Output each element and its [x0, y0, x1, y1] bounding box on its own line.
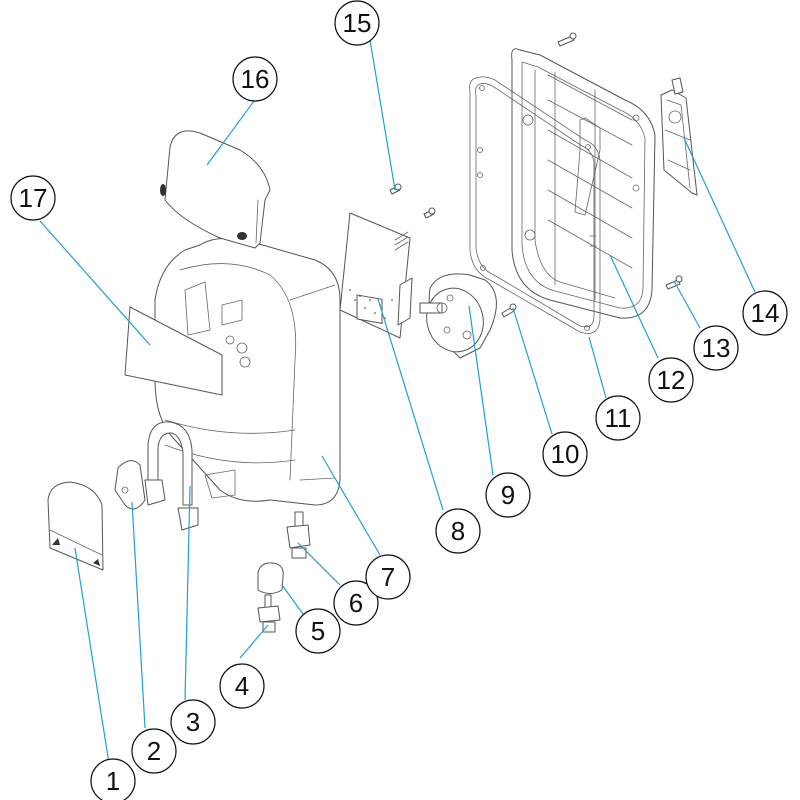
- callout-15[interactable]: 15: [334, 0, 380, 46]
- part-motor: [419, 273, 497, 359]
- part-front-label: [124, 306, 223, 396]
- leader-12: [609, 254, 659, 359]
- part-gasket: [469, 76, 601, 334]
- callout-label: 3: [186, 707, 200, 737]
- leader-17: [39, 220, 151, 346]
- callout-12[interactable]: 12: [648, 357, 694, 403]
- callout-label: 6: [349, 588, 363, 618]
- callout-label: 14: [751, 298, 780, 328]
- part-pump-tube: [144, 421, 199, 531]
- part-control-pcb: [339, 212, 413, 339]
- callout-label: 11: [605, 403, 632, 433]
- callout-13[interactable]: 13: [693, 325, 739, 371]
- callout-label: 16: [241, 64, 270, 94]
- callout-10[interactable]: 10: [542, 431, 588, 477]
- leader-10: [512, 307, 553, 435]
- leader-1: [74, 547, 111, 771]
- callout-label: 5: [311, 616, 325, 646]
- callout-14[interactable]: 14: [742, 290, 788, 336]
- callout-16[interactable]: 16: [232, 56, 278, 102]
- part-main-housing: [154, 237, 341, 506]
- leader-6: [297, 542, 341, 586]
- callout-8[interactable]: 8: [435, 508, 481, 554]
- callout-label: 12: [657, 365, 686, 395]
- leader-7: [321, 455, 381, 556]
- part-wall-bracket: [660, 77, 698, 196]
- callout-2[interactable]: 2: [131, 728, 177, 774]
- callout-11[interactable]: 11: [595, 395, 641, 441]
- callout-6[interactable]: 6: [333, 580, 379, 626]
- leader-13: [673, 280, 701, 329]
- leader-16: [206, 96, 258, 166]
- part-hose-connector: [257, 594, 281, 633]
- leader-4: [239, 624, 269, 659]
- callout-17[interactable]: 17: [10, 175, 56, 221]
- callout-5[interactable]: 5: [295, 608, 341, 654]
- part-back-cover: [511, 48, 656, 319]
- part-front-cover: [47, 481, 104, 571]
- callout-3[interactable]: 3: [170, 699, 216, 745]
- callout-label: 13: [702, 333, 731, 363]
- leader-9: [468, 305, 494, 476]
- part-cable-gland-cap: [257, 562, 284, 594]
- callout-9[interactable]: 9: [485, 472, 531, 518]
- callout-label: 1: [106, 766, 120, 796]
- leader-11: [588, 336, 607, 399]
- callout-label: 4: [235, 671, 249, 701]
- callout-4[interactable]: 4: [219, 663, 265, 709]
- callout-label: 8: [451, 516, 465, 546]
- part-cable-gland: [286, 511, 311, 559]
- callout-label: 7: [381, 562, 395, 592]
- callout-1[interactable]: 1: [90, 758, 136, 800]
- part-top-cover: [160, 130, 271, 249]
- leader-5: [281, 584, 304, 615]
- callout-7[interactable]: 7: [365, 554, 411, 600]
- leader-2: [131, 501, 146, 729]
- leader-8: [377, 298, 444, 511]
- leader-lines: [39, 39, 756, 771]
- leader-14: [683, 137, 756, 293]
- callout-label: 17: [19, 183, 48, 213]
- part-pump-head: [114, 460, 146, 510]
- leader-15: [369, 39, 396, 191]
- callout-label: 9: [501, 480, 515, 510]
- leader-3: [184, 485, 191, 701]
- callout-label: 2: [147, 736, 161, 766]
- callout-label: 10: [551, 439, 580, 469]
- callout-label: 15: [343, 8, 372, 38]
